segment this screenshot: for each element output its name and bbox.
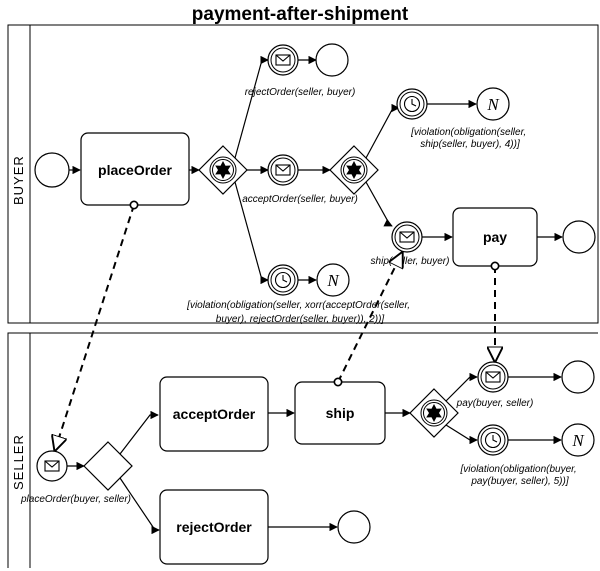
clock-icon (484, 431, 502, 449)
place-order-message-label: placeOrder(buyer, seller) (20, 494, 131, 505)
accept-order-task[interactable] (159, 376, 269, 452)
clock-icon (403, 95, 421, 113)
ship-timer-event (396, 88, 428, 120)
pay-message-event (477, 361, 509, 393)
place-order-task-label: placeOrder (98, 162, 172, 178)
ship-task-label: ship (326, 405, 355, 421)
order-response-timer-event (267, 264, 299, 296)
accept-order-message-event (267, 154, 299, 186)
pay-end-event (562, 220, 596, 254)
pay-task-label: pay (483, 229, 507, 245)
envelope-icon (399, 231, 415, 243)
ship-violation-error-end-event: N (476, 87, 510, 121)
buyer-lane: BUYER (7, 24, 599, 324)
order-response-violation-error-end-event: N (316, 263, 350, 297)
buyer-event-gateway-1 (198, 145, 248, 195)
pay-message-label: pay(buyer, seller) (456, 398, 534, 409)
reject-order-task-label: rejectOrder (176, 519, 252, 535)
accept-order-message-label: acceptOrder(seller, buyer) (242, 194, 358, 205)
envelope-icon (275, 54, 291, 66)
accept-order-task-label: acceptOrder (173, 406, 256, 422)
seller-lane: SELLER (7, 332, 598, 568)
diagram-title: payment-after-shipment (192, 4, 409, 25)
envelope-icon (485, 371, 501, 383)
place-order-message-start-event (36, 450, 68, 482)
reject-order-message-event (267, 44, 299, 76)
buyer-lane-label: BUYER (11, 155, 26, 205)
reject-order-seller-end-event (337, 510, 371, 544)
pay-received-end-event (561, 360, 595, 394)
ship-message-flow (338, 253, 402, 382)
error-icon: N (326, 271, 340, 290)
error-icon: N (571, 431, 585, 450)
buyer-event-gateway-2 (329, 145, 379, 195)
place-order-message-flow (55, 205, 134, 450)
pay-violation-error-end-event: N (561, 423, 595, 457)
ship-violation-label: [violation(obligation(seller, ship(selle… (410, 127, 529, 150)
reject-order-message-label: rejectOrder(seller, buyer) (245, 87, 356, 98)
reject-order-end-event (315, 43, 349, 77)
pay-timer-event (477, 424, 509, 456)
buyer-start-event (34, 152, 70, 188)
clock-icon (274, 271, 292, 289)
seller-exclusive-gateway (83, 441, 133, 491)
ship-message-label: ship(seller, buyer) (371, 256, 450, 267)
order-response-violation-label: [violation(obligation(seller, xorr(accep… (186, 300, 413, 325)
pay-violation-label: [violation(obligation(buyer, pay(buyer, … (460, 464, 580, 487)
envelope-icon (44, 460, 60, 472)
seller-lane-label: SELLER (11, 434, 26, 490)
envelope-icon (275, 164, 291, 176)
ship-message-event (391, 221, 423, 253)
error-icon: N (486, 95, 500, 114)
